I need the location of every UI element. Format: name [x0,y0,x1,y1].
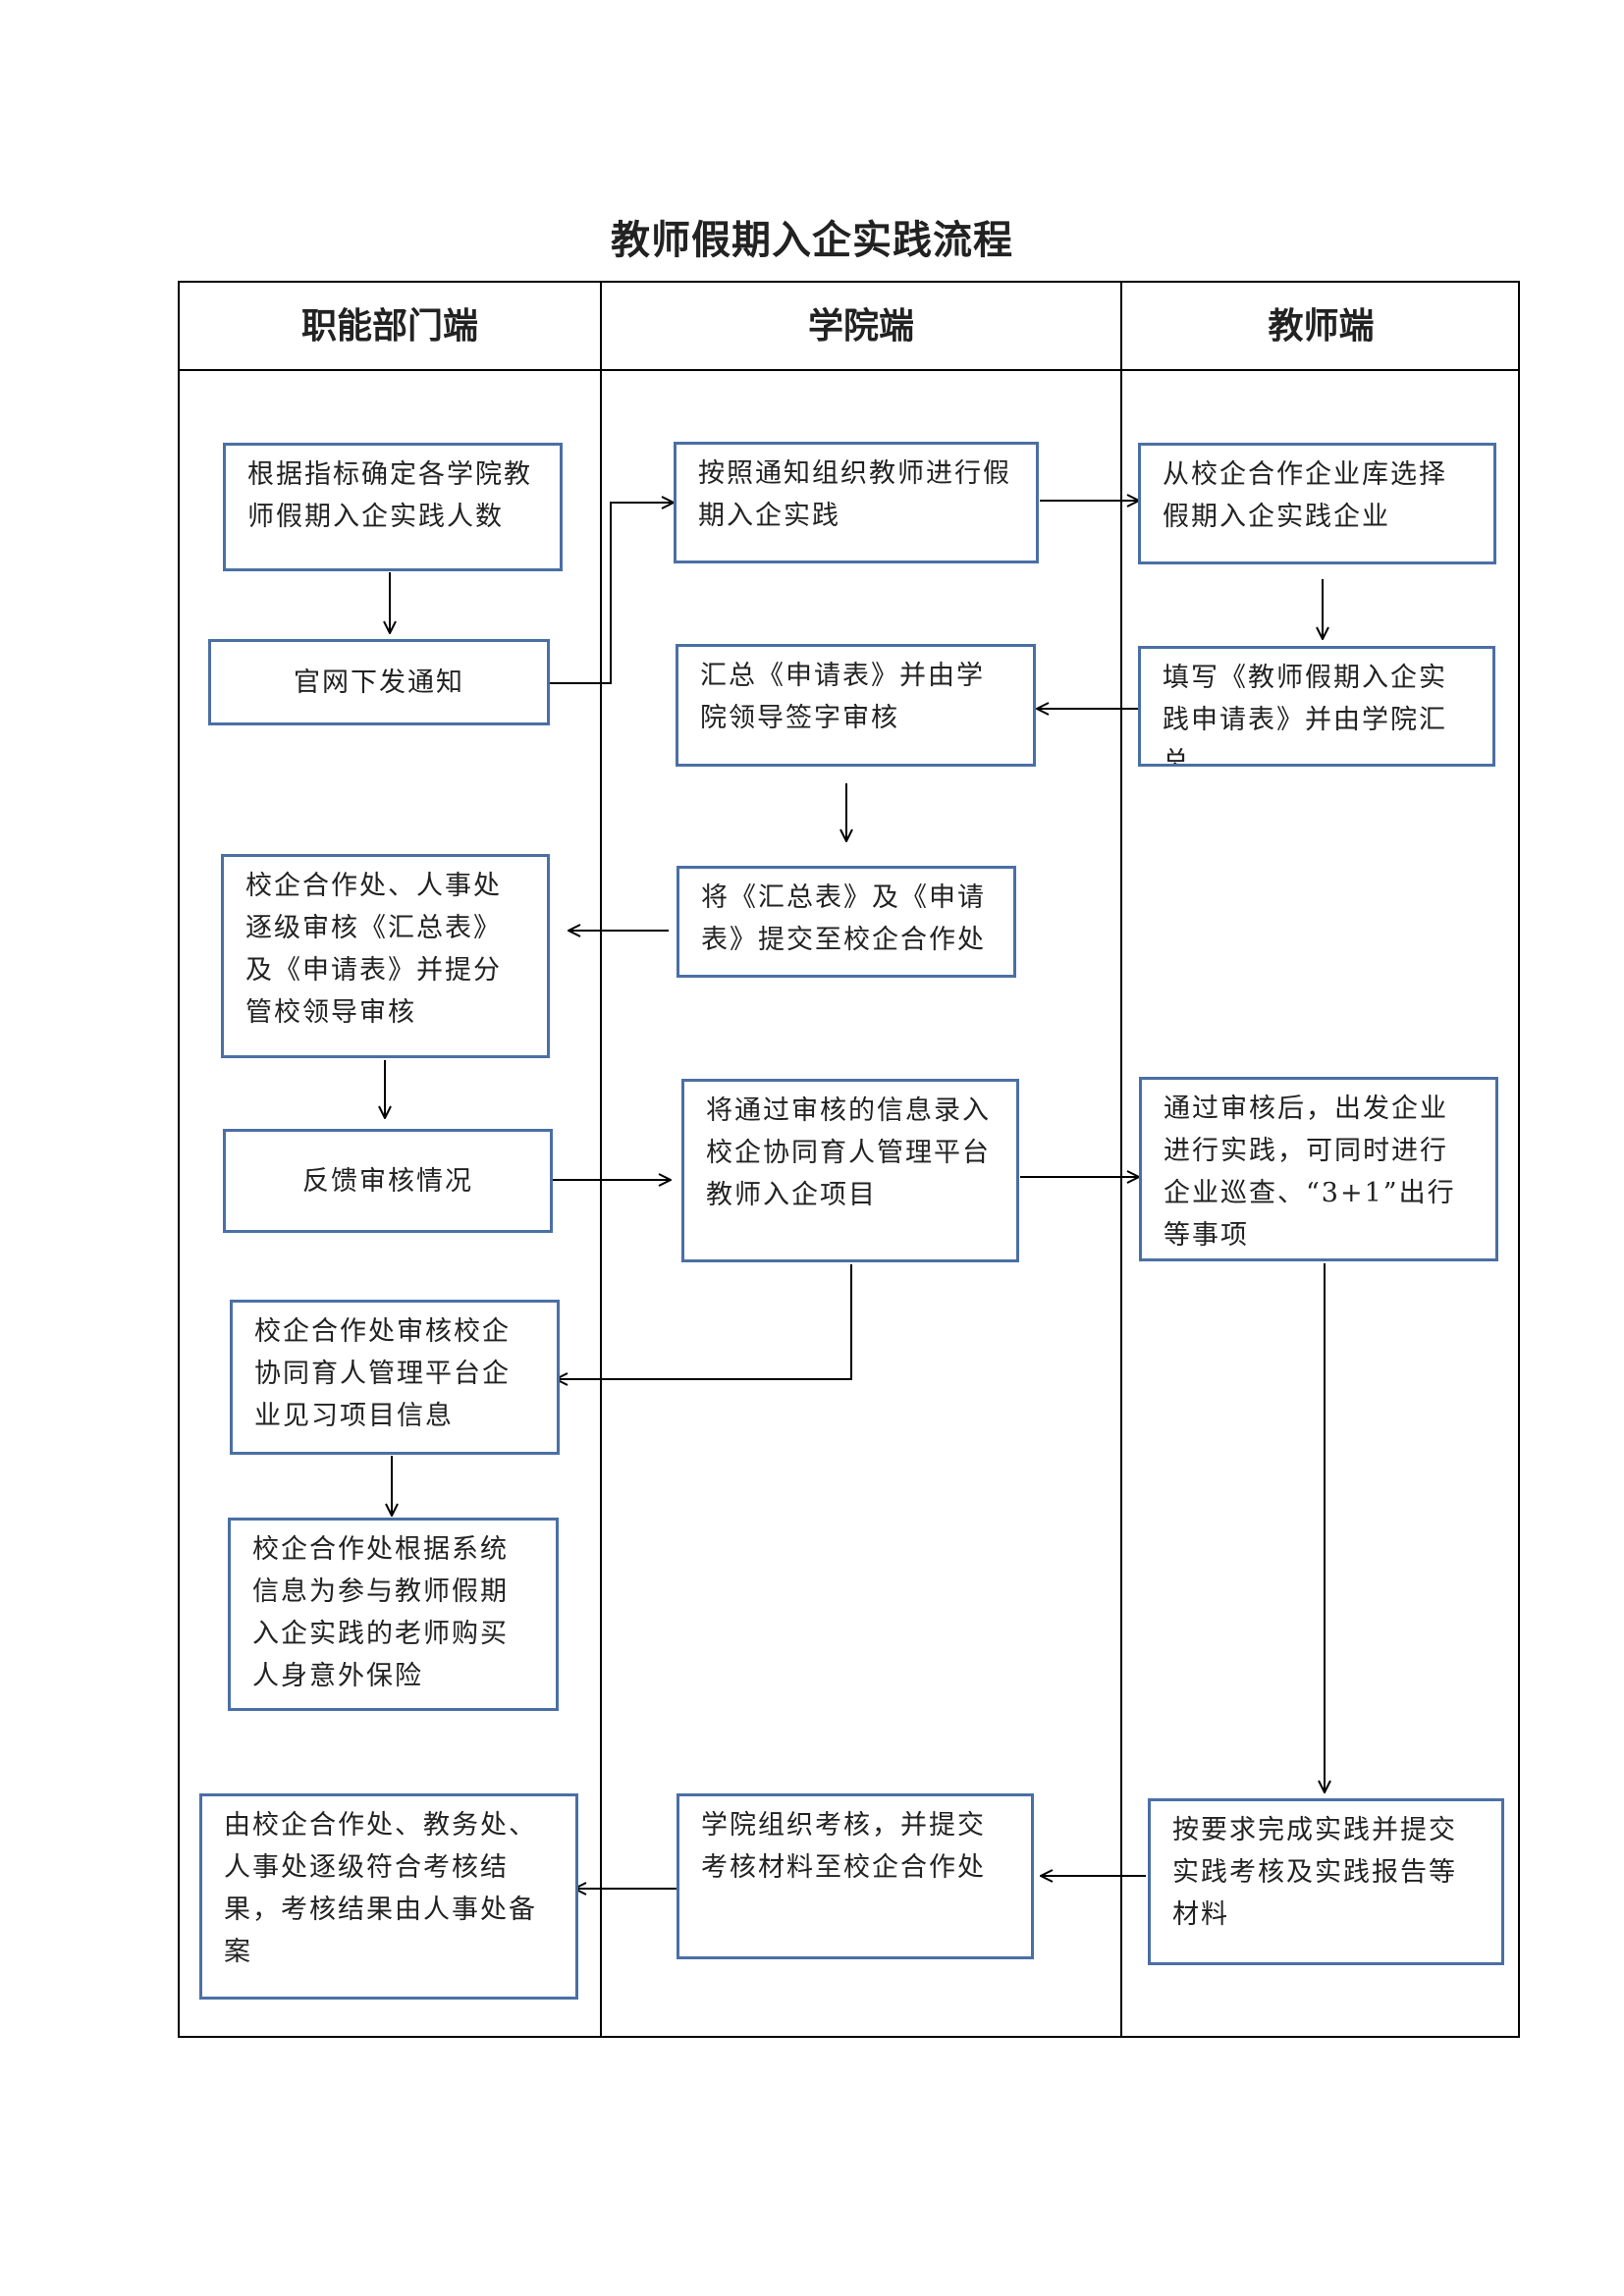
step-publish-notice: 官网下发通知 [208,639,550,725]
step-fill-application: 填写《教师假期入企实践申请表》并由学院汇总 [1138,646,1495,767]
page-title: 教师假期入企实践流程 [611,217,1013,263]
step-college-assessment: 学院组织考核，并提交考核材料至校企合作处 [677,1793,1034,1959]
lane-header-department: 职能部门端 [300,305,478,347]
step-review-summary: 校企合作处、人事处逐级审核《汇总表》及《申请表》并提分管校领导审核 [221,854,550,1058]
header-divider [178,369,1520,371]
step-start-practice: 通过审核后，出发企业进行实践，可同时进行企业巡查、“3+1”出行等事项 [1139,1077,1498,1261]
step-confirm-assessment: 由校企合作处、教务处、人事处逐级符合考核结果，考核结果由人事处备案 [199,1793,578,2000]
swimlane-frame [178,281,1520,2038]
step-enter-platform: 将通过审核的信息录入校企协同育人管理平台教师入企项目 [681,1079,1019,1262]
step-determine-quota: 根据指标确定各学院教师假期入企实践人数 [223,443,563,571]
step-organize-teachers: 按照通知组织教师进行假期入企实践 [674,442,1039,563]
step-feedback-review: 反馈审核情况 [223,1129,553,1233]
lane-header-college: 学院端 [807,305,914,347]
lane-header-teacher: 教师端 [1268,305,1375,347]
step-collect-applications: 汇总《申请表》并由学院领导签字审核 [676,644,1036,767]
lane-divider-2 [1120,281,1122,2038]
lane-divider-1 [600,281,602,2038]
arrow-f2-to-c1 [550,503,673,684]
arrow-c4-to-f5 [557,1264,852,1379]
step-select-enterprise: 从校企合作企业库选择假期入企实践企业 [1138,443,1496,564]
step-submit-forms: 将《汇总表》及《申请表》提交至校企合作处 [677,866,1016,978]
step-verify-platform-project: 校企合作处审核校企协同育人管理平台企业见习项目信息 [230,1300,560,1455]
step-submit-report: 按要求完成实践并提交实践考核及实践报告等材料 [1148,1798,1504,1965]
step-buy-insurance: 校企合作处根据系统信息为参与教师假期入企实践的老师购买人身意外保险 [228,1518,559,1711]
